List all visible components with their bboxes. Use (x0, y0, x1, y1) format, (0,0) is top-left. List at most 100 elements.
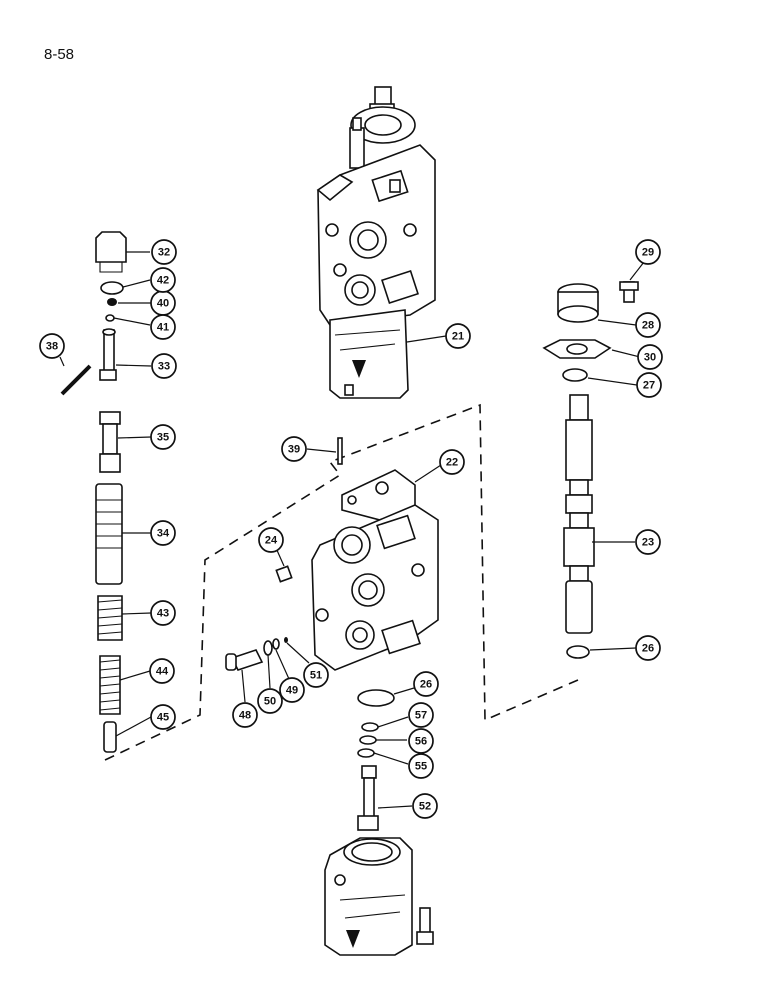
right-spool-stack (542, 281, 639, 659)
callout-30: 30 (637, 344, 663, 370)
valve-section-top (316, 86, 436, 399)
callout-circle (279, 677, 305, 703)
callout-label: 42 (157, 275, 169, 287)
callout-circle (635, 239, 661, 265)
callout-40: 40 (150, 290, 176, 316)
callout-circle (408, 728, 434, 754)
valve-section-middle (311, 469, 439, 671)
callout-26: 26 (635, 635, 661, 661)
small-parts (225, 437, 395, 831)
callout-label: 32 (158, 247, 170, 259)
callout-label: 43 (157, 608, 169, 620)
callout-42: 42 (150, 267, 176, 293)
callout-57: 57 (408, 702, 434, 728)
callout-circle (151, 239, 177, 265)
callout-label: 40 (157, 298, 169, 310)
callout-27: 27 (636, 372, 662, 398)
callout-55: 55 (408, 753, 434, 779)
callout-circle (408, 753, 434, 779)
callout-33: 33 (151, 353, 177, 379)
callout-circle (635, 529, 661, 555)
callout-label: 56 (415, 736, 427, 748)
page-number: 8-58 (44, 46, 75, 63)
callout-circle (258, 527, 284, 553)
callout-circle (150, 424, 176, 450)
callout-label: 22 (446, 457, 458, 469)
callout-label: 41 (157, 322, 169, 334)
callout-26: 26 (413, 671, 439, 697)
callout-label: 24 (265, 535, 278, 547)
callout-label: 29 (642, 247, 654, 259)
callout-label: 49 (286, 685, 298, 697)
callout-label: 50 (264, 696, 276, 708)
callout-circle (637, 344, 663, 370)
callout-50: 50 (257, 688, 283, 714)
callout-label: 35 (157, 432, 169, 444)
callout-label: 39 (288, 444, 300, 456)
callout-21: 21 (445, 323, 471, 349)
callout-label: 26 (420, 679, 432, 691)
callout-circle (445, 323, 471, 349)
callout-circle (150, 704, 176, 730)
callout-48: 48 (232, 702, 258, 728)
callout-circle (412, 793, 438, 819)
callout-label: 51 (310, 670, 322, 682)
callout-label: 44 (156, 666, 169, 678)
callout-label: 55 (415, 761, 427, 773)
callout-35: 35 (150, 424, 176, 450)
end-cover (324, 837, 434, 956)
callout-label: 21 (452, 331, 464, 343)
callout-24: 24 (258, 527, 284, 553)
callout-circle (150, 267, 176, 293)
callout-circle (439, 449, 465, 475)
callout-52: 52 (412, 793, 438, 819)
callout-circle (636, 372, 662, 398)
callout-circle (151, 353, 177, 379)
callout-circle (150, 314, 176, 340)
callout-circle (413, 671, 439, 697)
callout-label: 57 (415, 710, 427, 722)
callout-circle (281, 436, 307, 462)
callout-32: 32 (151, 239, 177, 265)
callout-circle (150, 520, 176, 546)
callout-49: 49 (279, 677, 305, 703)
callout-circle (257, 688, 283, 714)
callout-label: 23 (642, 537, 654, 549)
callout-51: 51 (303, 662, 329, 688)
leader-lines (59, 251, 645, 809)
callout-label: 38 (46, 341, 58, 353)
callout-circle (39, 333, 65, 359)
left-spool-stack (60, 231, 127, 753)
callout-29: 29 (635, 239, 661, 265)
callout-45: 45 (150, 704, 176, 730)
callout-22: 22 (439, 449, 465, 475)
callout-circle (303, 662, 329, 688)
callout-41: 41 (150, 314, 176, 340)
callout-43: 43 (150, 600, 176, 626)
callout-28: 28 (635, 312, 661, 338)
callout-label: 34 (157, 528, 170, 540)
callout-39: 39 (281, 436, 307, 462)
callout-circle (408, 702, 434, 728)
callout-layer: 21 22 23 24 26 26 27 28 29 30 32 33 34 35 38 39 40 41 42 43… (39, 239, 663, 819)
callout-label: 30 (644, 352, 656, 364)
callout-circle (635, 635, 661, 661)
callout-label: 45 (157, 712, 169, 724)
callout-label: 27 (643, 380, 655, 392)
callout-label: 33 (158, 361, 170, 373)
callout-circle (150, 600, 176, 626)
callout-38: 38 (39, 333, 65, 359)
callout-34: 34 (150, 520, 176, 546)
assembly-outline (104, 403, 579, 761)
callout-23: 23 (635, 529, 661, 555)
callout-label: 52 (419, 801, 431, 813)
callout-label: 26 (642, 643, 654, 655)
callout-circle (232, 702, 258, 728)
callout-56: 56 (408, 728, 434, 754)
callout-circle (149, 658, 175, 684)
callout-label: 28 (642, 320, 654, 332)
callout-label: 48 (239, 710, 251, 722)
callout-circle (635, 312, 661, 338)
callout-44: 44 (149, 658, 175, 684)
